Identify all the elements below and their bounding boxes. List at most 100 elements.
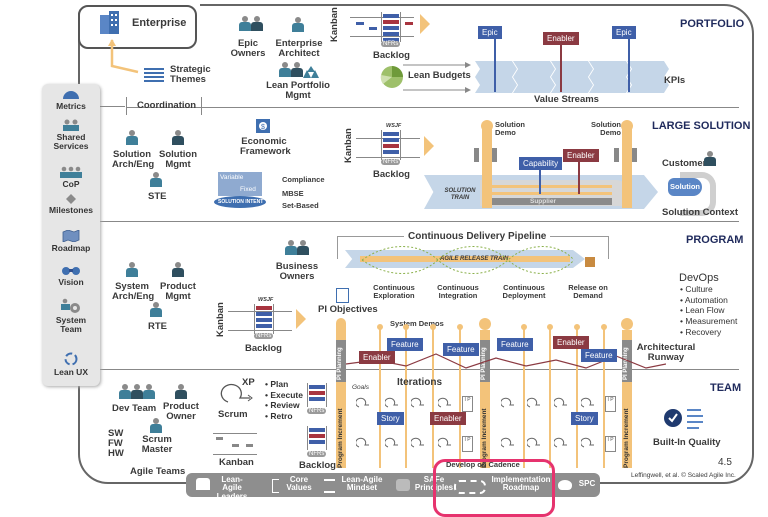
iteration-cycle-icon bbox=[385, 437, 398, 448]
value-stream-chevron bbox=[475, 61, 517, 77]
value-stream-chevron bbox=[475, 77, 517, 93]
iteration-line bbox=[523, 326, 525, 468]
ls-backlog-label: Backlog bbox=[373, 169, 410, 180]
economic-framework-label: Economic Framework bbox=[240, 136, 291, 158]
strategic-themes-icon bbox=[144, 66, 164, 84]
feature-tag[interactable]: Feature bbox=[387, 338, 423, 351]
epic-owners-label: Epic Owners bbox=[230, 38, 266, 60]
ceremony-item: • Review bbox=[265, 400, 300, 411]
capability-tag[interactable]: Capability bbox=[519, 157, 563, 170]
foundation-item-implementation-roadmap[interactable]: Implementation Roadmap bbox=[454, 475, 554, 494]
rte-icon bbox=[150, 302, 162, 323]
solution-context-shape bbox=[680, 172, 716, 216]
roadmap-icon bbox=[454, 480, 486, 494]
system-demos-label: System Demos bbox=[390, 319, 444, 328]
portfolio-kanban-card bbox=[356, 22, 364, 25]
devops-item: • Measurement bbox=[680, 315, 738, 326]
sidebar-item-system-team[interactable]: System Team bbox=[42, 298, 100, 334]
epic-tag[interactable]: Epic bbox=[612, 26, 636, 39]
fw-label: FW bbox=[108, 438, 123, 449]
foundation-item-core-values[interactable]: Core Values bbox=[272, 475, 318, 493]
rte-label: RTE bbox=[148, 321, 167, 332]
foundation-item-lean-agile-leaders[interactable]: Lean-Agile Leaders bbox=[196, 475, 254, 501]
iteration-line bbox=[459, 326, 461, 468]
program-kanban-label: Kanban bbox=[215, 302, 226, 337]
sidebar-label: Lean UX bbox=[53, 367, 88, 377]
temple-icon bbox=[324, 479, 335, 493]
intent-name-label: SOLUTION INTENT bbox=[218, 199, 264, 205]
lean-budgets-label: Lean Budgets bbox=[408, 70, 471, 81]
train-rail bbox=[482, 192, 612, 195]
system-demo-marker bbox=[601, 324, 607, 330]
program-enabler-tag[interactable]: Enabler bbox=[359, 351, 395, 364]
pi-planning-block bbox=[336, 340, 346, 382]
team-kanban-card bbox=[232, 444, 239, 447]
system-demo-marker bbox=[377, 324, 383, 330]
pi-pole-left bbox=[336, 318, 346, 468]
value-stream-chevron bbox=[589, 61, 631, 77]
system-arch-icon bbox=[126, 262, 138, 283]
scrum-master-label: Scrum Master bbox=[141, 434, 173, 456]
lean-budgets-pie-icon bbox=[380, 66, 403, 88]
foundation-item-spc[interactable]: SPC bbox=[558, 476, 598, 490]
sidebar-label: System Team bbox=[55, 315, 87, 334]
sidebar-item-shared-services[interactable]: Shared Services bbox=[42, 119, 100, 151]
pi-planning-label: PI Planning bbox=[337, 347, 343, 380]
epic-tag[interactable]: Epic bbox=[478, 26, 502, 39]
sw-label: SW bbox=[108, 428, 124, 439]
built-in-quality-icon bbox=[664, 409, 703, 429]
sidebar-item-roadmap[interactable]: Roadmap bbox=[42, 230, 100, 253]
sidebar-item-lean-ux[interactable]: Lean UX bbox=[42, 352, 100, 377]
iteration-cycle-icon bbox=[501, 437, 514, 448]
story-tag[interactable]: Story bbox=[377, 412, 404, 425]
intent-item: Set-Based bbox=[282, 201, 319, 210]
sidebar-item-milestones[interactable]: Milestones bbox=[42, 194, 100, 215]
solution-demo-head bbox=[481, 120, 493, 132]
enabler-tag[interactable]: Enabler bbox=[563, 149, 599, 162]
iteration-line bbox=[432, 326, 434, 468]
level-title-large-solution: LARGE SOLUTION bbox=[652, 120, 751, 132]
value-stream-chevron bbox=[627, 61, 669, 77]
economic-framework-icon: $ bbox=[256, 119, 270, 133]
team-kanban-board bbox=[213, 433, 257, 455]
team-enabler-tag[interactable]: Enabler bbox=[430, 412, 466, 425]
feature-tag[interactable]: Feature bbox=[581, 349, 617, 362]
iteration-cycle-icon bbox=[411, 397, 424, 408]
feature-tag[interactable]: Feature bbox=[443, 343, 479, 356]
ip-iteration-icon: I P bbox=[462, 436, 473, 452]
cdp-stage: Continuous Exploration bbox=[373, 283, 415, 301]
enabler-tag[interactable]: Enabler bbox=[543, 32, 579, 45]
program-enabler-tag[interactable]: Enabler bbox=[553, 336, 589, 349]
enabler-line bbox=[560, 44, 562, 92]
cdp-loop bbox=[361, 246, 575, 274]
solution-train-label: SOLUTION TRAIN bbox=[444, 188, 476, 201]
foundation-item-lean-agile-mindset[interactable]: Lean-Agile Mindset bbox=[324, 475, 384, 493]
program-kanban-lanes bbox=[228, 311, 292, 331]
sidebar-item-vision[interactable]: Vision bbox=[42, 266, 100, 287]
sidebar-item-cop[interactable]: CoP bbox=[42, 166, 100, 189]
team-kanban-card bbox=[216, 437, 223, 440]
kpis-label: KPIs bbox=[664, 75, 686, 86]
business-owners-icon bbox=[285, 240, 309, 261]
intent-item: Compliance bbox=[282, 175, 325, 184]
pi-label: Program Increment bbox=[623, 408, 630, 468]
cycle-icon bbox=[64, 352, 78, 366]
ceremony-item: • Plan bbox=[265, 379, 289, 389]
team-kanban-card bbox=[246, 444, 253, 447]
value-stream-chevron bbox=[589, 77, 631, 93]
flow-arrow-icon bbox=[420, 14, 430, 34]
level-title-program: PROGRAM bbox=[686, 234, 744, 246]
feature-tag[interactable]: Feature bbox=[497, 338, 533, 351]
value-stream-chevron bbox=[513, 77, 555, 93]
story-tag[interactable]: Story bbox=[571, 412, 598, 425]
post-marker bbox=[492, 148, 497, 162]
iteration-line bbox=[549, 326, 551, 468]
intent-fixed-label: Fixed bbox=[240, 186, 256, 193]
customer-icon bbox=[704, 151, 716, 172]
pi-planning-block bbox=[480, 340, 490, 382]
intent-item: MBSE bbox=[282, 189, 304, 198]
flow-arrow-icon bbox=[424, 136, 434, 156]
sidebar-item-metrics[interactable]: Metrics bbox=[42, 88, 100, 111]
solution-demo-label: Solution Demo bbox=[495, 120, 525, 138]
team-backlog-label: Backlog bbox=[299, 460, 336, 471]
